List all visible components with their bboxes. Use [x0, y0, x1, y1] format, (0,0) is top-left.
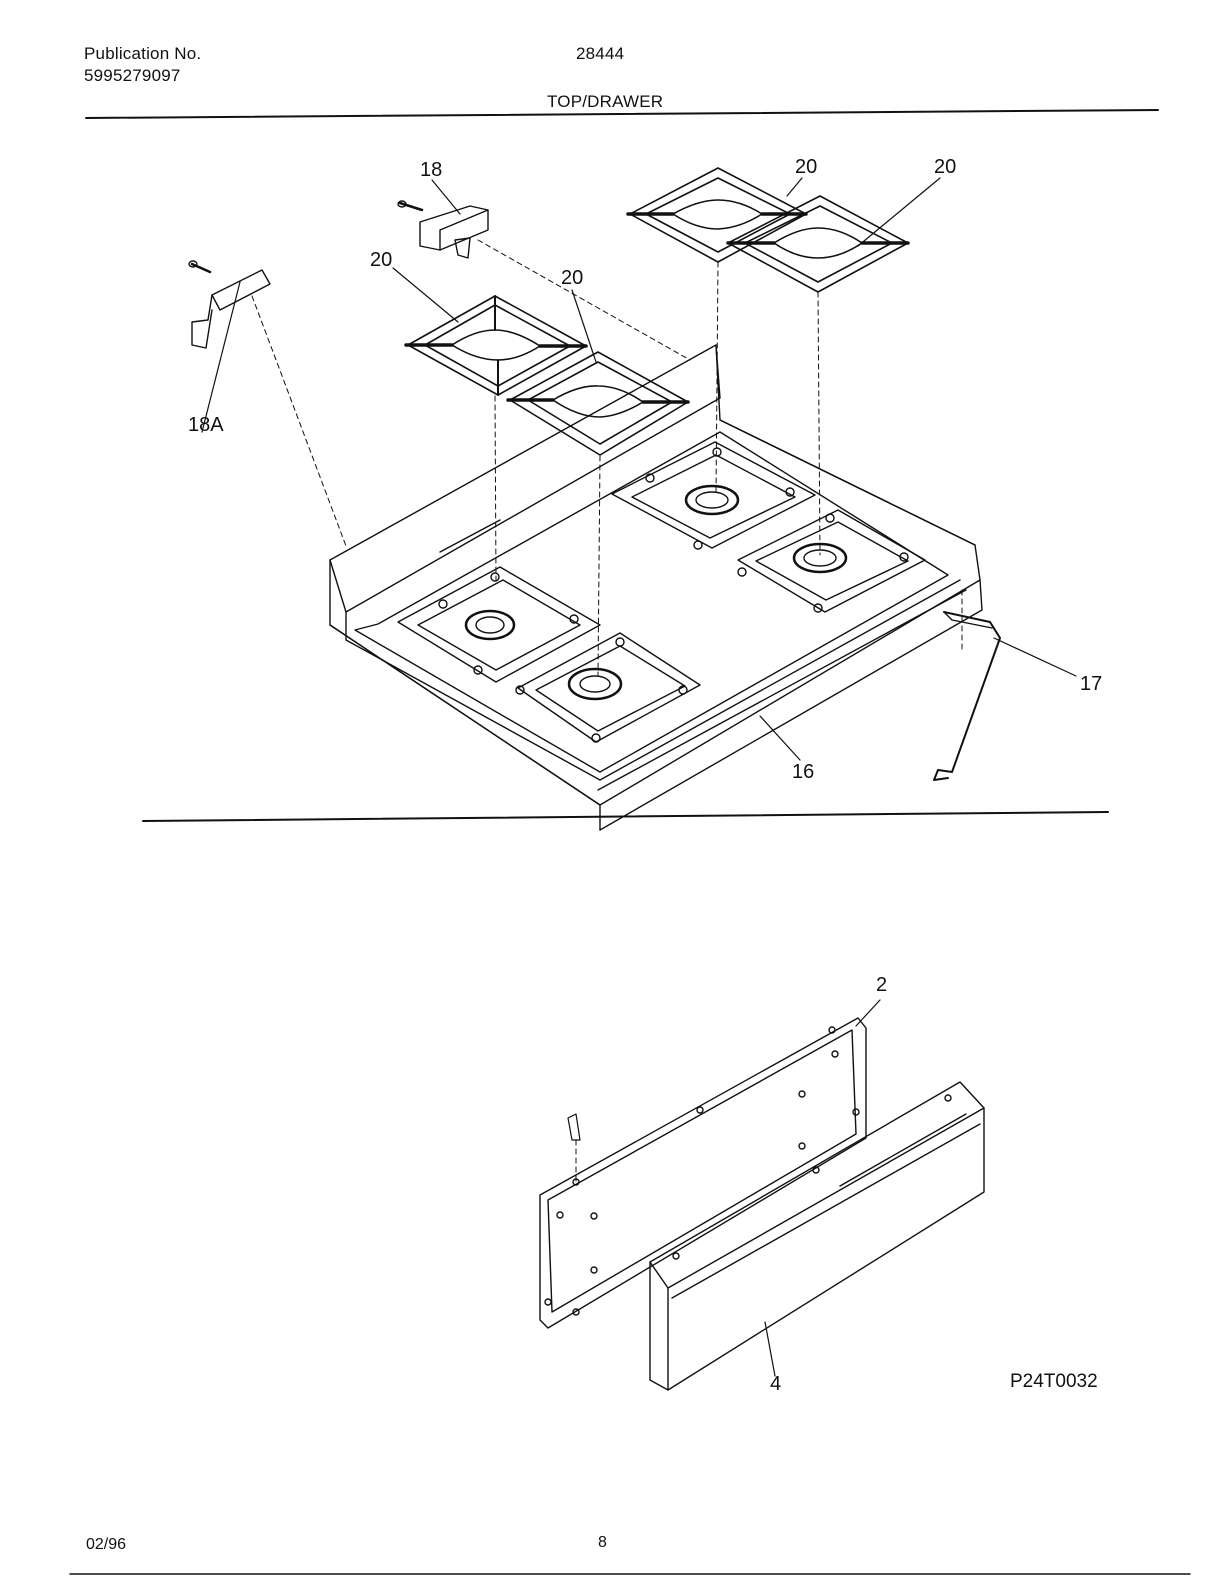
drawer-back-panel: [539, 1017, 867, 1329]
callout-cooktop: 16: [792, 761, 814, 783]
burner-grate-rear-right: [626, 167, 808, 263]
callout-grate-front-left: 20: [370, 249, 392, 271]
callout-drawer-back-panel: 2: [876, 974, 887, 996]
burner-grate-front-left: [404, 295, 588, 396]
publication-label: Publication No.: [84, 44, 202, 63]
figure-code: P24T0032: [1010, 1371, 1098, 1392]
publication-number: 5995279097: [84, 66, 181, 85]
callout-top-bracket: 18: [420, 159, 442, 181]
page-number: 8: [598, 1534, 607, 1551]
drawer-front-panel: [649, 1081, 985, 1391]
top-bracket: [397, 200, 489, 259]
alignment-lines: [251, 239, 963, 1183]
callout-grate-rear-left: 20: [561, 267, 583, 289]
callout-grate-rear-right: 20: [795, 156, 817, 178]
section-divider: [142, 811, 1109, 822]
leader-lines: [201, 177, 1077, 1377]
footer-date: 02/96: [86, 1536, 127, 1553]
section-title: TOP/DRAWER: [547, 92, 664, 111]
callout-top-prop-rod: 17: [1080, 673, 1102, 695]
callout-drawer-front-panel: 4: [770, 1373, 781, 1395]
header-rule: [85, 109, 1159, 119]
callout-grate-front-right: 20: [934, 156, 956, 178]
side-bracket: [188, 260, 271, 349]
callout-side-bracket: 18A: [188, 414, 224, 436]
burner-grate-rear-left: [506, 351, 690, 456]
model-number: 28444: [576, 44, 625, 63]
top-prop-rod: [933, 611, 1001, 781]
cooktop-assembly: [329, 344, 983, 831]
